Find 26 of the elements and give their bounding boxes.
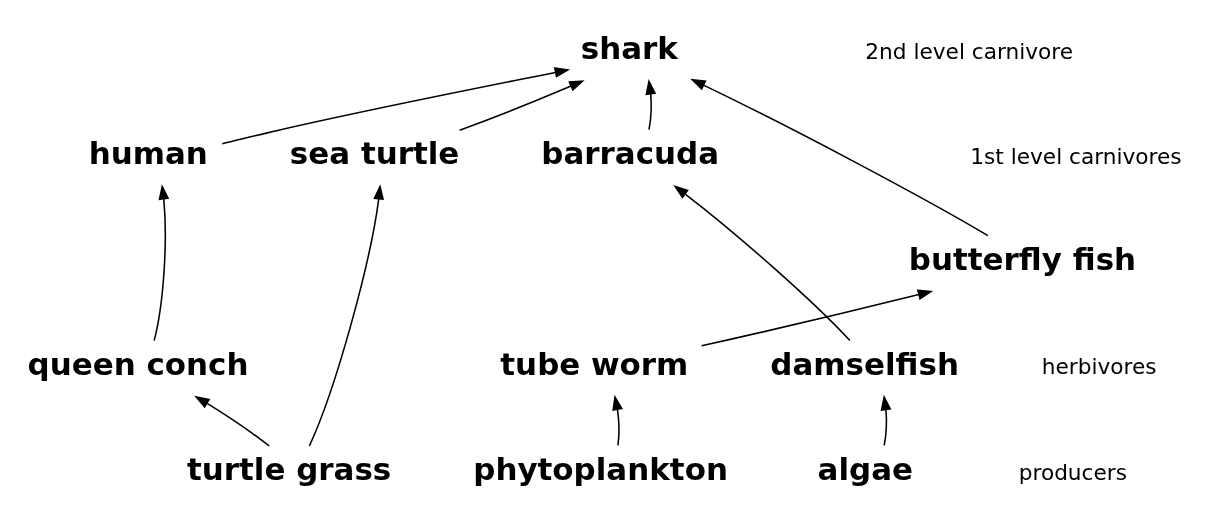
node-text: barracuda: [541, 135, 720, 172]
arrow: [458, 80, 585, 132]
arrow: [880, 394, 892, 447]
arrow: [153, 184, 170, 342]
node-text: tube worm: [500, 345, 689, 382]
label: 1st level carnivores: [970, 144, 1182, 169]
label: producers: [1018, 459, 1128, 485]
node-text: damselfish: [770, 345, 959, 382]
arrow: [700, 289, 934, 347]
label: herbivores: [1041, 354, 1157, 380]
node-text: human: [88, 135, 208, 172]
arrow: [645, 79, 657, 131]
arrow: [221, 67, 571, 145]
arrow: [194, 395, 270, 447]
node-text: queen conch: [27, 345, 249, 382]
node-text: algae: [817, 451, 914, 488]
node-text: turtle grass: [186, 451, 392, 488]
node-text: shark: [580, 30, 678, 67]
arrow: [673, 185, 851, 342]
arrow: [308, 184, 385, 447]
node-text: sea turtle: [289, 135, 460, 172]
arrow: [690, 78, 989, 237]
node-text: phytoplankton: [473, 451, 728, 488]
arrow: [612, 394, 623, 447]
node-text: butterfly fish: [908, 240, 1137, 277]
label: 2nd level carnivore: [865, 38, 1074, 64]
